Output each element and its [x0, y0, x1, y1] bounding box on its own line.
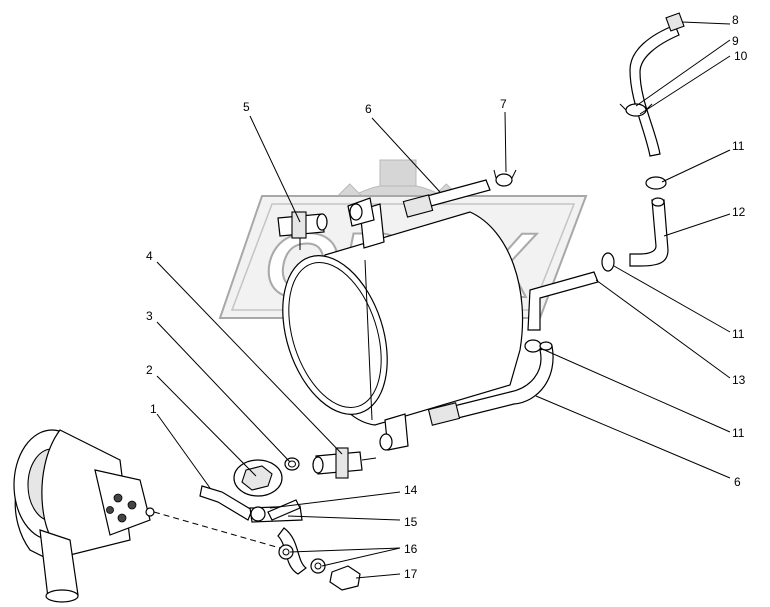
pipe-13 — [527, 271, 599, 331]
callout-12: 12 — [732, 205, 746, 219]
callout-14: 14 — [404, 483, 418, 497]
valve-5 — [277, 211, 328, 250]
callout-4: 4 — [146, 249, 153, 263]
fitting-14-15 — [249, 499, 303, 523]
clamp-11-upper — [645, 176, 667, 190]
pipe-6-lower — [427, 341, 554, 426]
pipe-12 — [629, 197, 669, 267]
callout-2: 2 — [146, 363, 153, 377]
callout-6-upper: 6 — [365, 102, 372, 116]
callout-11-mid: 11 — [732, 327, 745, 341]
clamp-11-middle — [601, 252, 615, 272]
callout-1: 1 — [150, 402, 157, 416]
callout-9: 9 — [732, 34, 739, 48]
callout-5: 5 — [243, 100, 250, 114]
callout-16: 16 — [404, 542, 418, 556]
dashed-connection-line — [153, 511, 281, 549]
leader-lines — [156, 21, 731, 579]
callout-3: 3 — [146, 309, 153, 323]
callout-13: 13 — [732, 373, 746, 387]
callout-11-low: 11 — [732, 426, 745, 440]
pipe-1 — [199, 485, 253, 521]
heater-housing — [13, 429, 155, 603]
plug-17 — [329, 565, 361, 591]
pipe-6-upper — [402, 179, 491, 218]
callout-7: 7 — [500, 97, 507, 111]
tank — [282, 197, 524, 451]
callout-17: 17 — [404, 567, 418, 581]
clamp-11-lower — [524, 339, 542, 353]
callout-6-lower: 6 — [734, 475, 741, 489]
nut-3 — [284, 457, 300, 471]
valve-4 — [312, 447, 377, 479]
callouts: 5 6 7 8 9 10 11 12 11 13 11 6 4 3 2 1 14… — [146, 13, 748, 581]
washer-2 — [233, 459, 283, 497]
callout-15: 15 — [404, 515, 418, 529]
callout-10: 10 — [734, 49, 748, 63]
callout-11-top: 11 — [732, 139, 745, 153]
clamp-7 — [493, 169, 517, 187]
callout-8: 8 — [732, 13, 739, 27]
pipe-8 — [629, 12, 685, 157]
